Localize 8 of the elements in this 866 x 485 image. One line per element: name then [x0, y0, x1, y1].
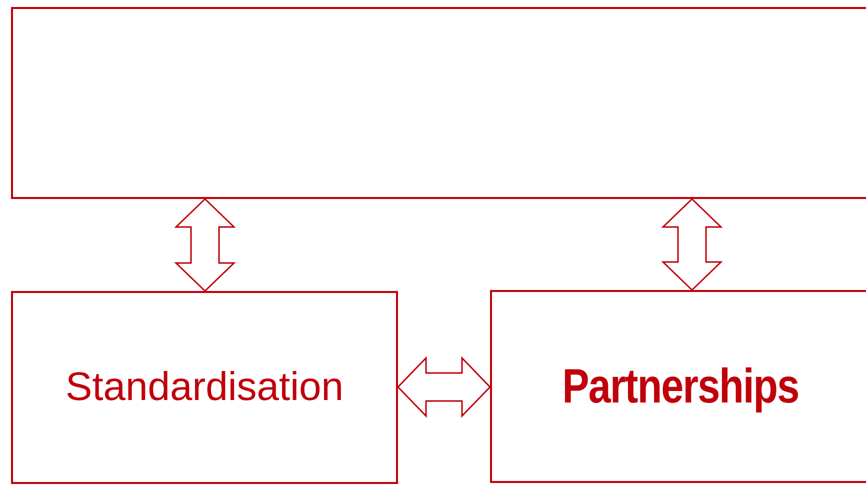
double-arrow — [174, 198, 236, 292]
box-label: Standardisation — [66, 365, 344, 410]
empty-box — [11, 7, 866, 199]
double-arrow — [396, 356, 492, 418]
text-box — [11, 291, 398, 484]
double-arrow — [661, 198, 723, 292]
text-box — [490, 290, 866, 483]
box-label: Partnerships — [562, 359, 798, 414]
